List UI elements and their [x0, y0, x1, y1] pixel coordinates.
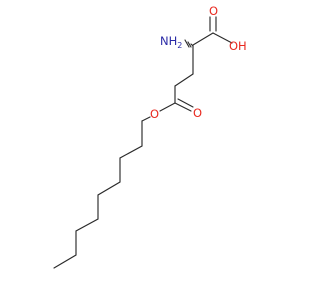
ester-carbonyl-double-bond-2 — [177, 98, 194, 108]
decyl-chain — [53, 120, 143, 269]
chain-bond-1 — [174, 73, 194, 87]
ester-alkyl-bond — [141, 116, 151, 122]
ester-carbonyl-double-bond-1 — [174, 102, 192, 112]
amine-label-subscript: 2 — [177, 41, 182, 50]
stereo-hashed-wedge — [184, 39, 194, 48]
acid-hydroxyl-bond — [212, 32, 233, 44]
molecule-structure: O OH NH2 O O — [53, 4, 247, 269]
amine-label: NH2 — [160, 34, 182, 50]
acid-hydroxyl-label: OH — [229, 39, 247, 53]
ester-carbonyl-oxygen-label: O — [193, 106, 202, 120]
ester-oxygen-bond — [159, 102, 176, 112]
alpha-carbon-acid-bond — [192, 32, 214, 46]
ester-oxygen-label: O — [150, 107, 159, 121]
acid-carbonyl-oxygen-label: O — [209, 4, 218, 18]
amine-label-main: NH — [160, 34, 177, 48]
